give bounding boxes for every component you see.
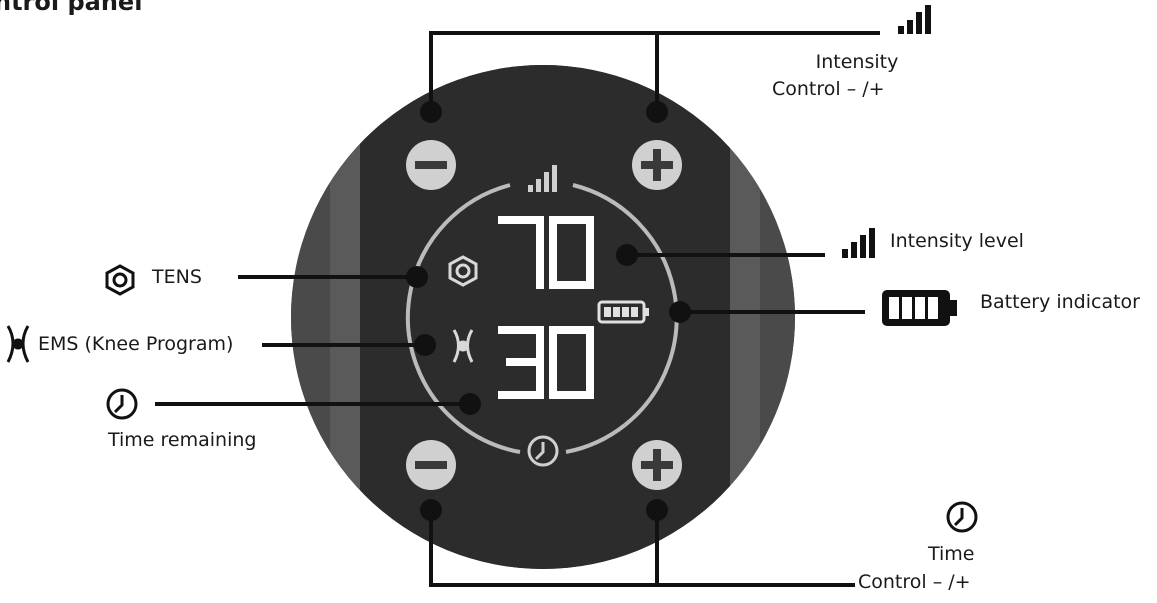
time-minus-button[interactable] [406,440,456,490]
intensity-level-label: Intensity level [890,230,1024,252]
hexagon-nut-icon [448,255,478,287]
tens-label: TENS [152,266,202,288]
battery-icon [882,290,957,326]
clock-icon [106,388,138,420]
time-plus-button[interactable] [632,440,682,490]
signal-bars-icon [898,5,931,34]
time-control-label-2: Control – /+ [858,571,971,593]
display-ring [405,183,511,427]
minus-icon [415,461,447,469]
knee-icon [452,329,474,363]
intensity-control-label-1: Intensity [815,51,899,73]
hexagon-nut-icon [105,264,135,296]
diagram-title: ntrol panel [0,0,143,16]
time-control-label-1: Time [928,543,975,565]
time-digits [498,326,594,399]
intensity-minus-button[interactable] [406,140,456,190]
battery-indicator-label: Battery indicator [980,291,1140,313]
signal-bars-icon [842,228,875,258]
time-remaining-label: Time remaining [108,429,257,451]
intensity-digits [498,216,594,289]
device-body [291,65,795,569]
knee-icon [6,325,30,363]
clock-icon [946,501,978,533]
intensity-plus-button[interactable] [632,140,682,190]
ems-label: EMS (Knee Program) [38,333,234,355]
leader-dots [406,101,691,521]
clock-icon [527,435,559,467]
minus-icon [415,161,447,169]
intensity-control-label-2: Control – /+ [772,78,885,100]
signal-bars-icon [528,165,557,192]
battery-icon [597,300,649,324]
leader-lines [155,31,880,587]
